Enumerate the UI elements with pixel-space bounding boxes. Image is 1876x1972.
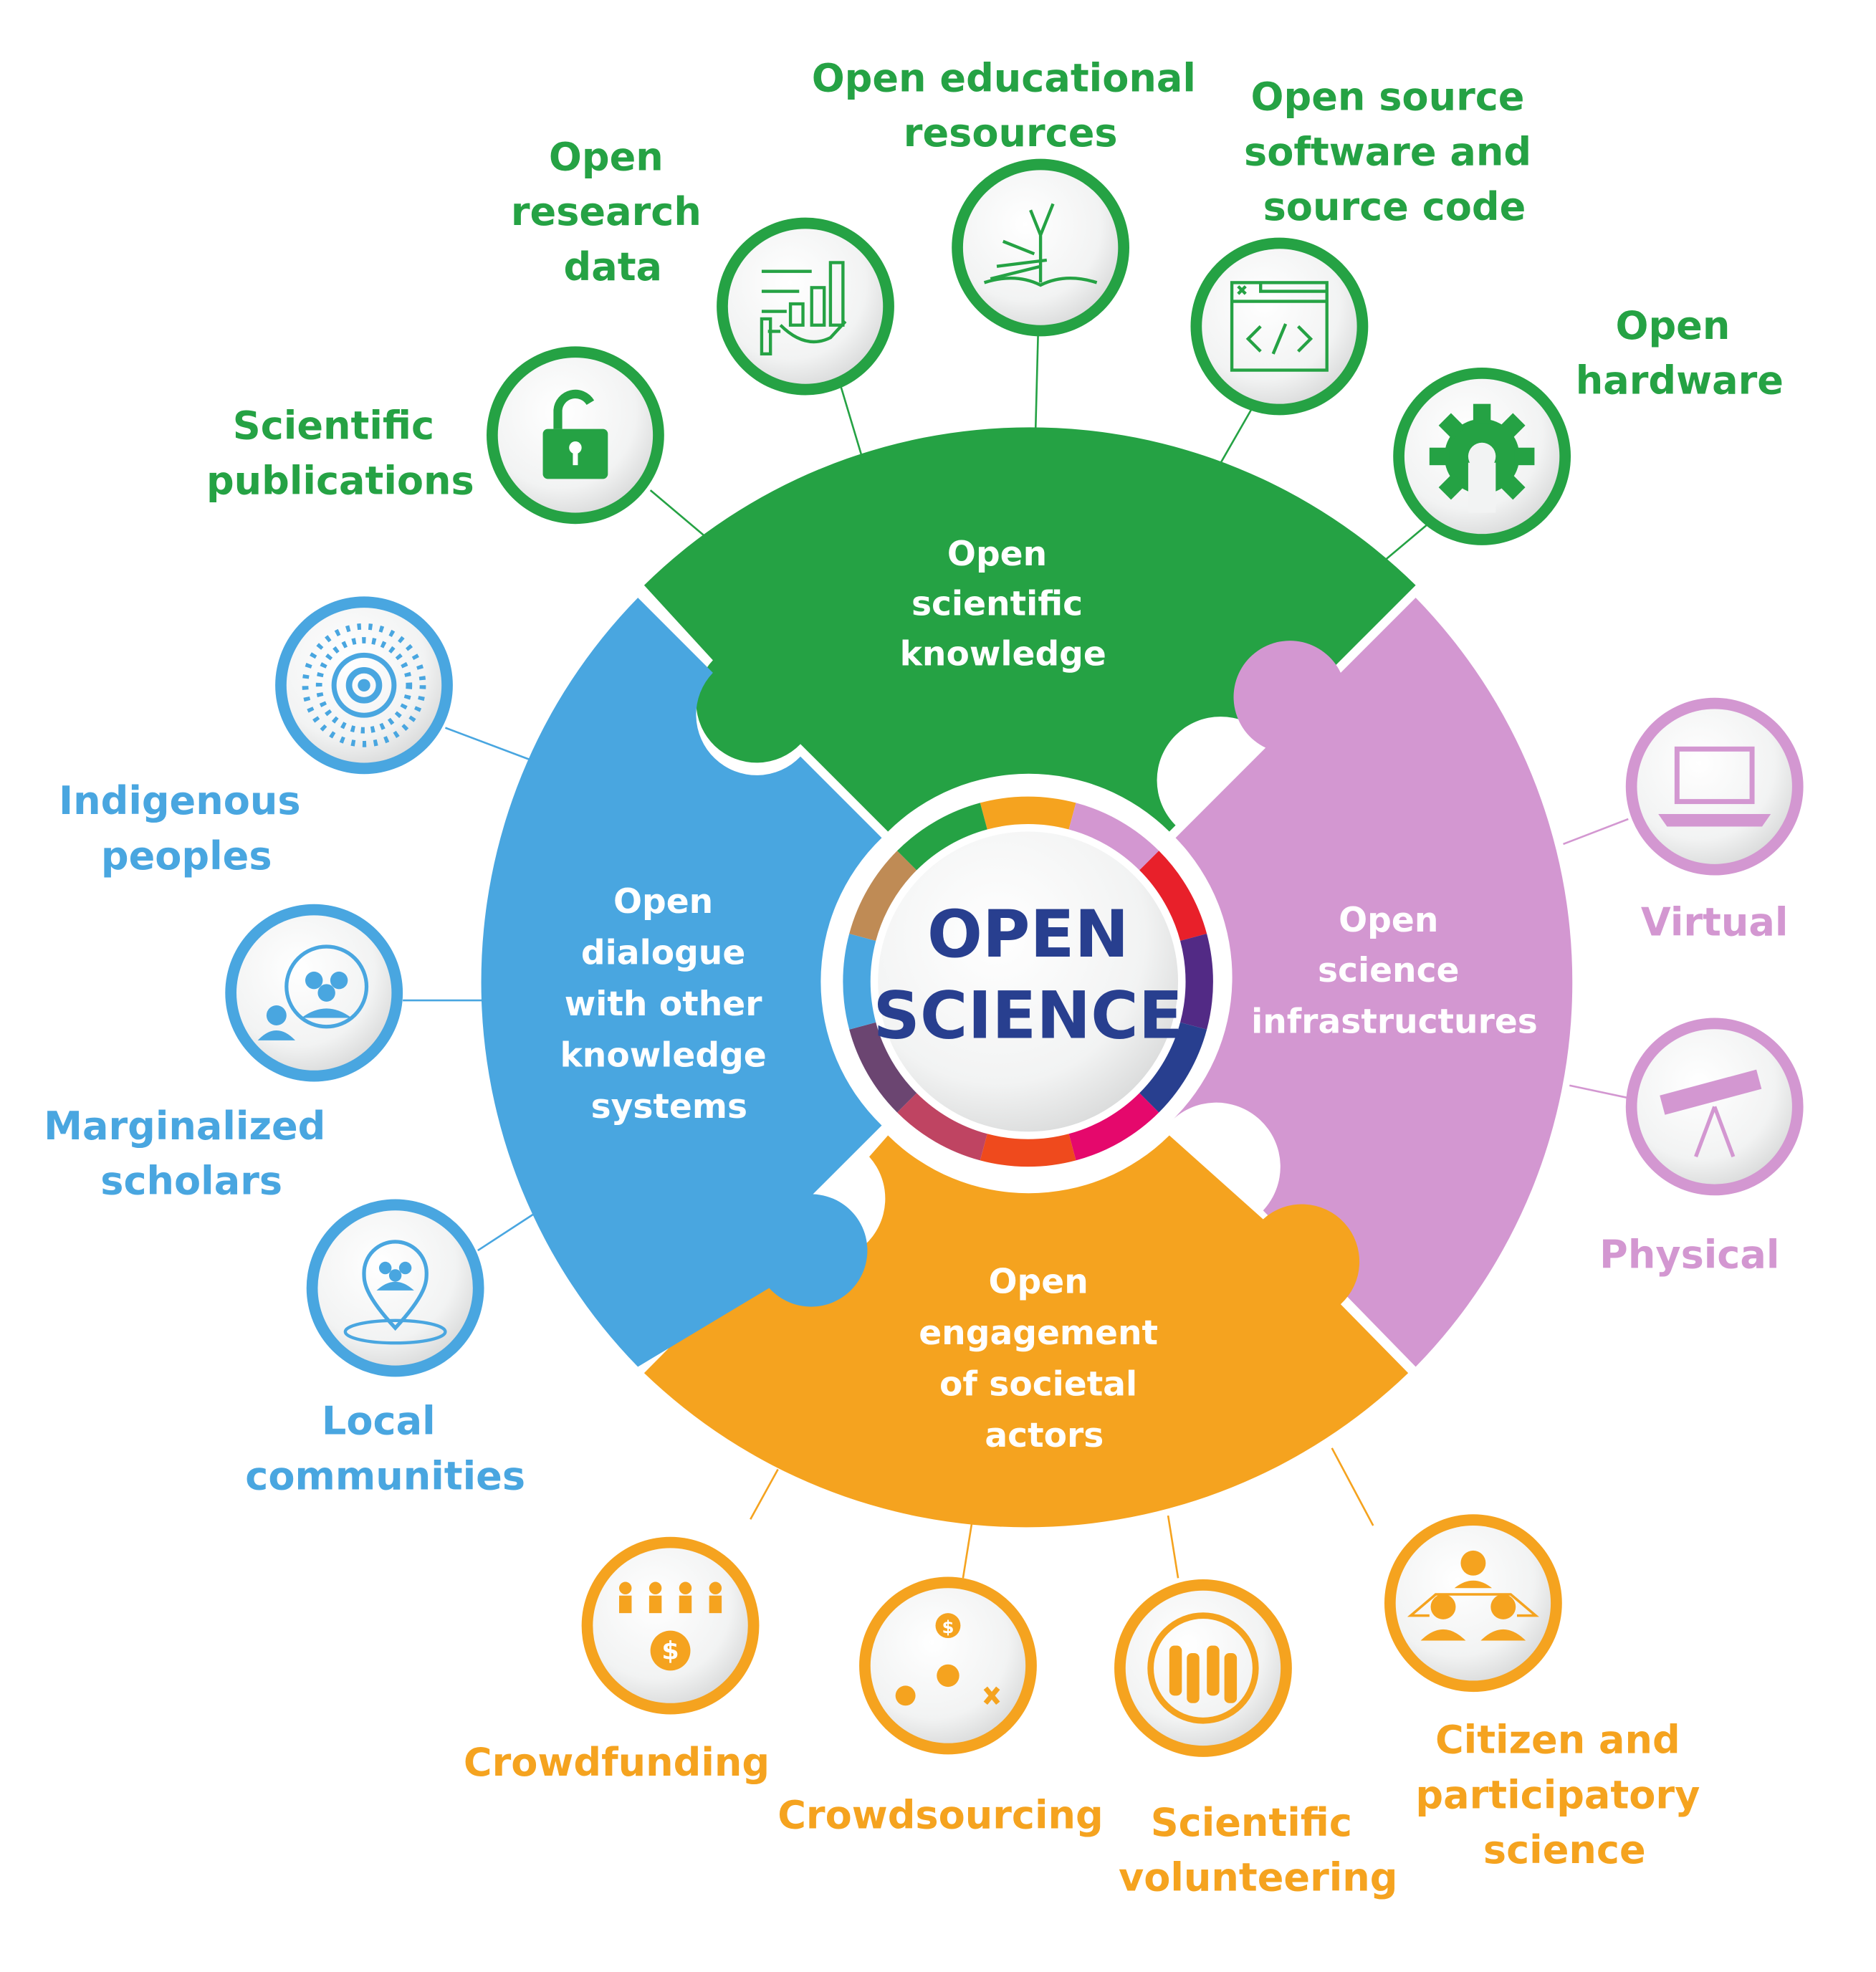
svg-text:$: $ <box>661 1637 679 1666</box>
ideas-gear-tools-icon: $ <box>895 1613 1000 1706</box>
label-virtual: Virtual <box>1641 899 1789 944</box>
code-window-icon <box>1230 281 1329 372</box>
publications-item[interactable] <box>487 346 664 525</box>
center-title-line1: OPEN <box>927 897 1129 972</box>
label-scientific-volunteering: Scientific volunteering <box>1119 1800 1398 1900</box>
open-book-plant-icon <box>983 203 1098 287</box>
label-open-research-data: Open research data <box>511 134 715 289</box>
crowd-money-gear-icon: $ <box>619 1581 722 1671</box>
citizen-item[interactable] <box>1384 1514 1562 1693</box>
label-citizen-science: Citizen and participatory science <box>1415 1718 1713 1873</box>
segment-infrastructures-label: Open science infrastructures <box>1251 901 1538 1041</box>
label-indigenous-peoples: Indigenous peoples <box>59 778 314 879</box>
ring-color-segment <box>1179 934 1213 1030</box>
ring-color-segment <box>849 1022 917 1113</box>
label-open-educational-resources: Open educational resources <box>812 55 1210 155</box>
local-item[interactable] <box>306 1199 484 1377</box>
ring-color-segment <box>897 803 988 871</box>
crowdsourcing-item[interactable]: $ <box>859 1576 1037 1755</box>
educational-item[interactable] <box>952 158 1129 337</box>
indigenous-item[interactable] <box>275 596 453 775</box>
telescope-icon <box>1660 1069 1762 1158</box>
crowdfunding-item[interactable]: $ <box>581 1536 760 1715</box>
dot-circles-icon <box>302 623 426 747</box>
ring-color-segment <box>1139 1022 1207 1113</box>
research-data-item[interactable] <box>717 217 894 396</box>
label-crowdfunding: Crowdfunding <box>464 1740 770 1785</box>
hardware-item[interactable] <box>1393 368 1571 545</box>
volunteering-item[interactable] <box>1114 1579 1292 1757</box>
raised-hands-icon <box>1147 1612 1259 1724</box>
segment-dialogue-shape[interactable] <box>481 598 882 1367</box>
data-chart-hand-icon <box>760 261 847 356</box>
connector-lines <box>403 335 1629 1579</box>
center-disc <box>878 831 1179 1132</box>
ring-color-segment <box>1139 851 1207 942</box>
graduates-group-icon <box>257 944 369 1040</box>
ring-color-segment <box>843 934 876 1030</box>
segment-infrastructures-shape[interactable] <box>1169 598 1573 1367</box>
label-marginalized-scholars: Marginalized scholars <box>44 1104 339 1204</box>
ring-color-segment <box>980 1134 1076 1167</box>
label-open-hardware: Open hardware <box>1576 303 1784 403</box>
segment-knowledge-label: Open scientific knowledge <box>900 535 1106 674</box>
label-crowdsourcing: Crowdsourcing <box>777 1792 1104 1837</box>
virtual-item[interactable] <box>1625 697 1804 876</box>
software-item[interactable] <box>1190 237 1369 416</box>
label-local-communities: Local communities <box>245 1399 525 1499</box>
segment-dialogue-label: Open dialogue with other knowledge syste… <box>560 882 778 1126</box>
center-ring: OPEN SCIENCE <box>828 781 1228 1182</box>
ring-color-segment <box>980 796 1076 830</box>
laptop-icon <box>1658 746 1771 827</box>
segment-knowledge-shape[interactable] <box>643 427 1416 832</box>
svg-text:$: $ <box>942 1617 954 1637</box>
label-physical: Physical <box>1599 1232 1779 1278</box>
ring-color-segment <box>849 851 917 942</box>
segment-engagement-shape[interactable] <box>643 1135 1409 1528</box>
group-meeting-icon <box>1407 1550 1539 1641</box>
puzzle-ring <box>481 427 1573 1528</box>
unlocked-padlock-icon <box>542 389 608 479</box>
open-hardware-gear-icon <box>1429 403 1535 513</box>
label-open-source-software: Open source software and source code <box>1244 75 1545 230</box>
ring-color-segment <box>1068 803 1159 871</box>
physical-item[interactable] <box>1625 1018 1804 1196</box>
label-scientific-publications: Scientific publications <box>206 403 474 504</box>
ring-color-segment <box>1068 1093 1159 1161</box>
center-title-line2: SCIENCE <box>874 978 1183 1053</box>
location-people-icon <box>343 1240 447 1345</box>
segment-engagement-label: Open engagement of societal actors <box>919 1262 1169 1455</box>
item-labels: Scientific publications Open research da… <box>44 55 1788 1900</box>
marginalized-item[interactable] <box>225 904 403 1082</box>
ring-color-segment <box>897 1093 988 1161</box>
